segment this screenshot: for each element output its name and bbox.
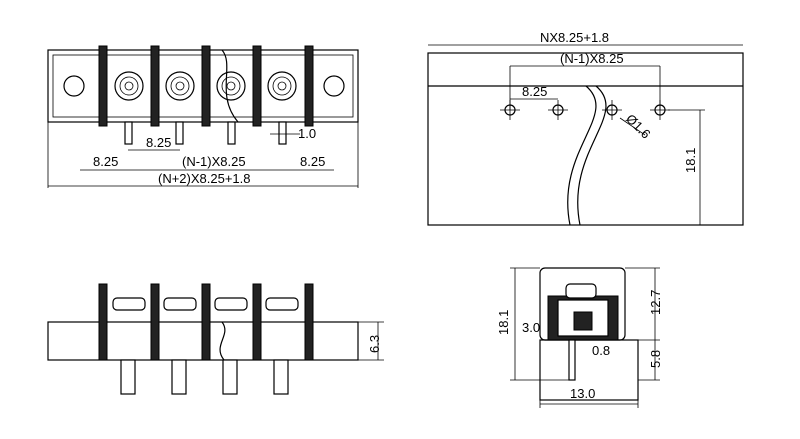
barrier [304, 45, 314, 127]
pin [124, 121, 133, 145]
screw-terminal [165, 71, 195, 101]
dim-middle: (N-1)X8.25 [560, 51, 624, 66]
dim-height: 6.3 [367, 335, 382, 353]
barrier [201, 283, 211, 361]
end-view: 18.1 12.7 3.0 0.8 5.8 13.0 [496, 267, 663, 408]
dim-offset: 3.0 [522, 320, 540, 335]
pin [568, 339, 576, 381]
barrier [150, 283, 160, 361]
dim-body-height: 12.7 [648, 290, 663, 315]
screw-terminal [267, 71, 297, 101]
side-view: 6.3 [47, 283, 384, 395]
pin [278, 121, 287, 145]
pin [171, 359, 187, 395]
pin [175, 121, 184, 145]
dim-pin-width: 1.0 [298, 126, 316, 141]
dim-total-height: 18.1 [496, 310, 511, 335]
dim-height: 18.1 [683, 148, 698, 173]
dim-pitch: 8.25 [146, 135, 171, 150]
barrier [252, 283, 262, 361]
pin [120, 359, 136, 395]
dim-side-left: 8.25 [93, 154, 118, 169]
barrier [201, 45, 211, 127]
pin [273, 359, 289, 395]
pcb-hole [548, 100, 568, 120]
dim-width: 13.0 [570, 386, 595, 401]
front-view: 8.25 1.0 8.25 (N-1)X8.25 8.25 (N+2)X8.25… [47, 45, 359, 188]
barrier [150, 45, 160, 127]
barrier [98, 283, 108, 361]
barrier [252, 45, 262, 127]
dim-middle: (N-1)X8.25 [182, 154, 246, 169]
pin [222, 359, 238, 395]
pin [227, 121, 236, 145]
dim-total: (N+2)X8.25+1.8 [158, 171, 251, 186]
pcb-hole [650, 100, 670, 120]
screw-terminal [114, 71, 144, 101]
dim-pitch: 8.25 [522, 84, 547, 99]
mounting-hole-left [63, 75, 85, 97]
pcb-hole [500, 100, 520, 120]
dim-side-right: 8.25 [300, 154, 325, 169]
barrier [304, 283, 314, 361]
pcb-hole [602, 100, 622, 120]
dim-total: NX8.25+1.8 [540, 30, 609, 45]
dim-hole-diameter: Ø1.6 [623, 111, 654, 142]
mounting-hole-right [323, 75, 345, 97]
screw-terminal [216, 71, 246, 101]
pcb-layout: NX8.25+1.8 (N-1)X8.25 8.25 Ø1.6 18.1 [427, 30, 744, 226]
dim-pin-length: 5.8 [648, 350, 663, 368]
dim-pin-width: 0.8 [592, 343, 610, 358]
barrier [98, 45, 108, 127]
